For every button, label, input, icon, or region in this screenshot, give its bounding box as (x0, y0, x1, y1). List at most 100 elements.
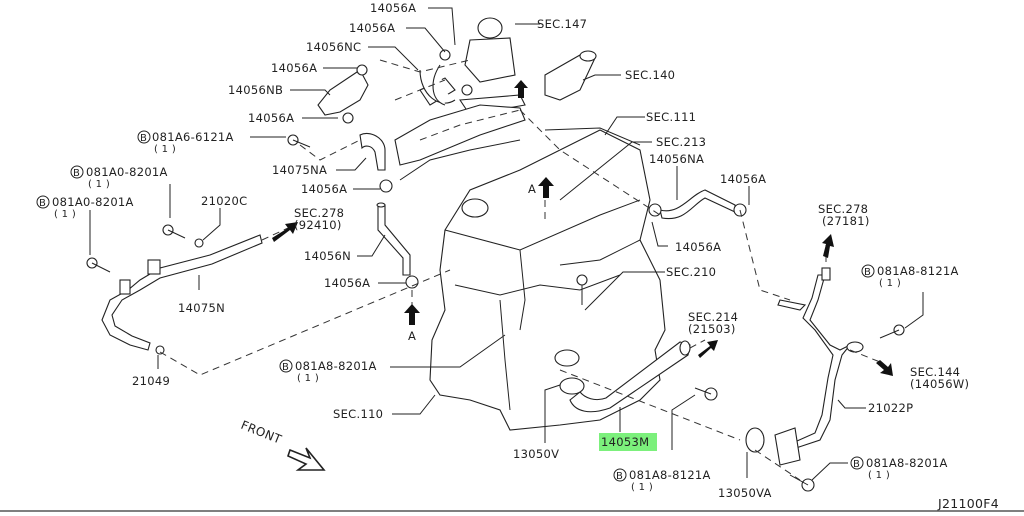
qty: ( 1 ) (631, 482, 653, 493)
label-sec111: SEC.111 (646, 110, 696, 124)
qty: ( 1 ) (88, 179, 110, 190)
bolt-circle-icon (861, 264, 875, 278)
arrow-a-bottom (404, 304, 420, 325)
front-label: FRONT (239, 418, 284, 447)
diagram-code: J21100F4 (937, 496, 999, 511)
label-14056a: 14056A (301, 182, 347, 196)
clamp (405, 275, 419, 289)
label-sec214: SEC.214 (688, 310, 738, 324)
label-sec140: SEC.140 (625, 68, 675, 82)
label-081a0-8201a: 081A0-8201A (52, 195, 134, 209)
label-13050va: 13050VA (718, 486, 772, 500)
label-sec213: SEC.213 (656, 135, 706, 149)
flange (774, 427, 801, 466)
qty: ( 1 ) (868, 470, 890, 481)
hose-14056na (659, 189, 736, 220)
pipe-14075na (359, 132, 386, 171)
qty: ( 1 ) (879, 278, 901, 289)
qty: ( 1 ) (54, 209, 76, 220)
water-pipe-14075n (86, 224, 263, 355)
label-081a8-8121a: 081A8-8121A (877, 264, 959, 278)
label-sec278: SEC.278 (294, 206, 344, 220)
label-14056nb: 14056NB (228, 83, 283, 97)
label-14056a: 14056A (271, 61, 317, 75)
pipe-14053m (554, 274, 718, 413)
bolt-symbol: B (616, 471, 623, 482)
hoses-upper-left (287, 49, 473, 289)
qty: ( 1 ) (154, 144, 176, 155)
bolt-symbol: B (864, 267, 871, 278)
label-081a8-8201a: 081A8-8201A (866, 456, 948, 470)
clamp (342, 112, 354, 124)
label-view-a: A (528, 182, 536, 196)
gasket-13050va (745, 427, 765, 453)
label-view-a: A (408, 329, 416, 343)
label-sec144: SEC.144 (910, 365, 960, 379)
gasket (559, 377, 585, 395)
label-14056na: 14056NA (649, 152, 704, 166)
arrow-sec278-left (272, 222, 298, 242)
label-14056a: 14056A (248, 111, 294, 125)
engine-block (399, 127, 666, 431)
label-sec278-sub: (92410) (294, 218, 342, 232)
bolt-symbol: B (853, 459, 860, 470)
part-labels: 14056A 14056A 14056NC 14056A 14056NB 140… (36, 1, 999, 511)
label-14053m[interactable]: 14053M (601, 435, 649, 449)
label-14056a: 14056A (349, 21, 395, 35)
label-sec210: SEC.210 (666, 265, 716, 279)
clamp (461, 84, 473, 96)
highlight-14053m (599, 433, 657, 451)
label-14056a: 14056A (675, 240, 721, 254)
clamp (439, 49, 451, 61)
oil-filler-cap (461, 198, 489, 218)
right-pipes (648, 189, 905, 492)
front-arrow-icon (287, 447, 326, 471)
clamp (379, 179, 393, 193)
label-13050v: 13050V (513, 447, 559, 461)
label-sec144-sub: (14056W) (910, 377, 969, 391)
arrows (272, 80, 893, 376)
bolt-symbol: B (73, 168, 80, 179)
label-21020c: 21020C (201, 194, 247, 208)
label-14075na: 14075NA (272, 163, 327, 177)
arrow-sec214 (698, 340, 718, 358)
hose-14056nb (317, 69, 369, 116)
label-081a8-8201a: 081A8-8201A (295, 359, 377, 373)
label-14056n: 14056N (304, 249, 351, 263)
label-21049: 21049 (132, 374, 170, 388)
o-ring-21049 (155, 345, 165, 355)
bolt-symbol: B (39, 198, 46, 209)
arrow-sec147 (514, 80, 528, 98)
label-14056a: 14056A (720, 172, 766, 186)
bolt-circle-icon (850, 456, 864, 470)
label-sec278: SEC.278 (818, 202, 868, 216)
leader-lines (89, 7, 924, 481)
bolt-symbol: B (282, 362, 289, 373)
arrow-sec144 (876, 360, 893, 376)
label-sec214-sub: (21503) (688, 322, 736, 336)
bolt (576, 274, 588, 286)
bolt-circle-icon (137, 130, 151, 144)
label-sec147: SEC.147 (537, 17, 587, 31)
qty: ( 1 ) (297, 373, 319, 384)
label-sec278-sub: (27181) (822, 214, 870, 228)
pipe-end (821, 267, 831, 281)
label-081a6-6121a: 081A6-6121A (152, 130, 234, 144)
top-components (394, 17, 597, 166)
bracket (147, 259, 161, 275)
bolt-circle-icon (613, 468, 627, 482)
bolt-symbol: B (140, 133, 147, 144)
label-21022p: 21022P (868, 401, 913, 415)
bolt-circle-icon (70, 165, 84, 179)
label-081a8-8121a: 081A8-8121A (629, 468, 711, 482)
label-14056a: 14056A (324, 276, 370, 290)
bolt-circle-icon (36, 195, 50, 209)
sec147-valve (477, 17, 503, 39)
label-081a0-8201a: 081A0-8201A (86, 165, 168, 179)
washer (194, 238, 204, 248)
pipe-21022p (787, 274, 851, 451)
clamp (648, 203, 662, 217)
clamp (356, 64, 368, 76)
